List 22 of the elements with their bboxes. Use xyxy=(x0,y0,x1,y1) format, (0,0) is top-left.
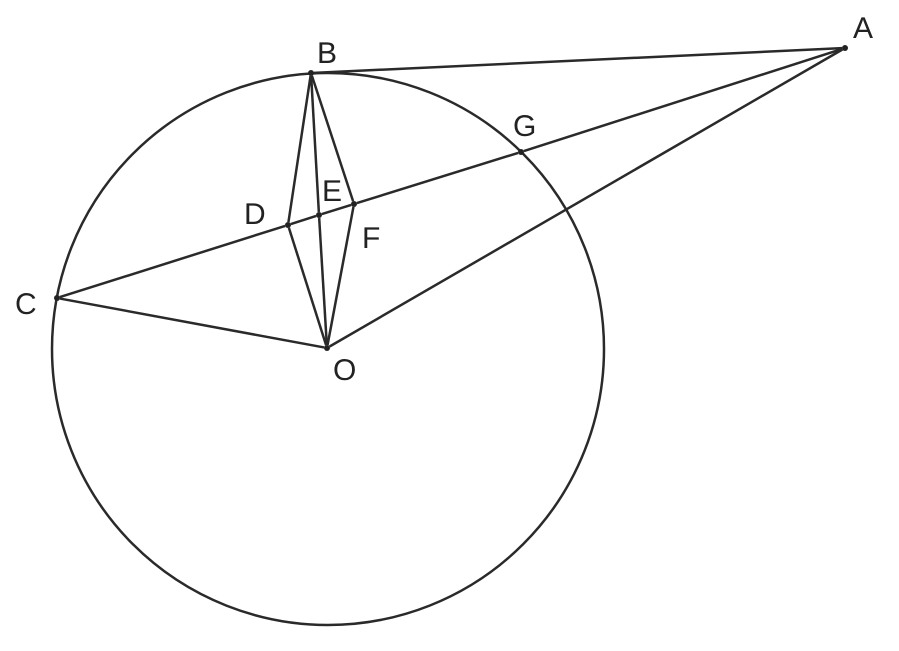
point-label: B xyxy=(317,39,338,69)
line-segment xyxy=(310,76,320,212)
point-label: C xyxy=(15,290,37,320)
line-segment xyxy=(326,206,355,346)
line-segment xyxy=(321,204,352,216)
line-segment xyxy=(318,218,328,346)
line-segment xyxy=(59,224,286,298)
line-segment xyxy=(310,75,354,202)
line-segment xyxy=(288,227,328,346)
point-label: G xyxy=(513,112,536,142)
point-label: F xyxy=(362,224,380,254)
line-segment xyxy=(60,297,324,349)
line-segment xyxy=(290,214,317,226)
line-segment xyxy=(314,46,842,74)
line-segment xyxy=(356,152,518,204)
point-label: A xyxy=(853,14,874,44)
point-label: D xyxy=(244,200,266,230)
line-segment xyxy=(523,48,843,152)
line-segment xyxy=(328,48,844,348)
point-label: O xyxy=(333,356,356,386)
point-label: E xyxy=(322,177,342,207)
line-segment xyxy=(287,76,312,222)
